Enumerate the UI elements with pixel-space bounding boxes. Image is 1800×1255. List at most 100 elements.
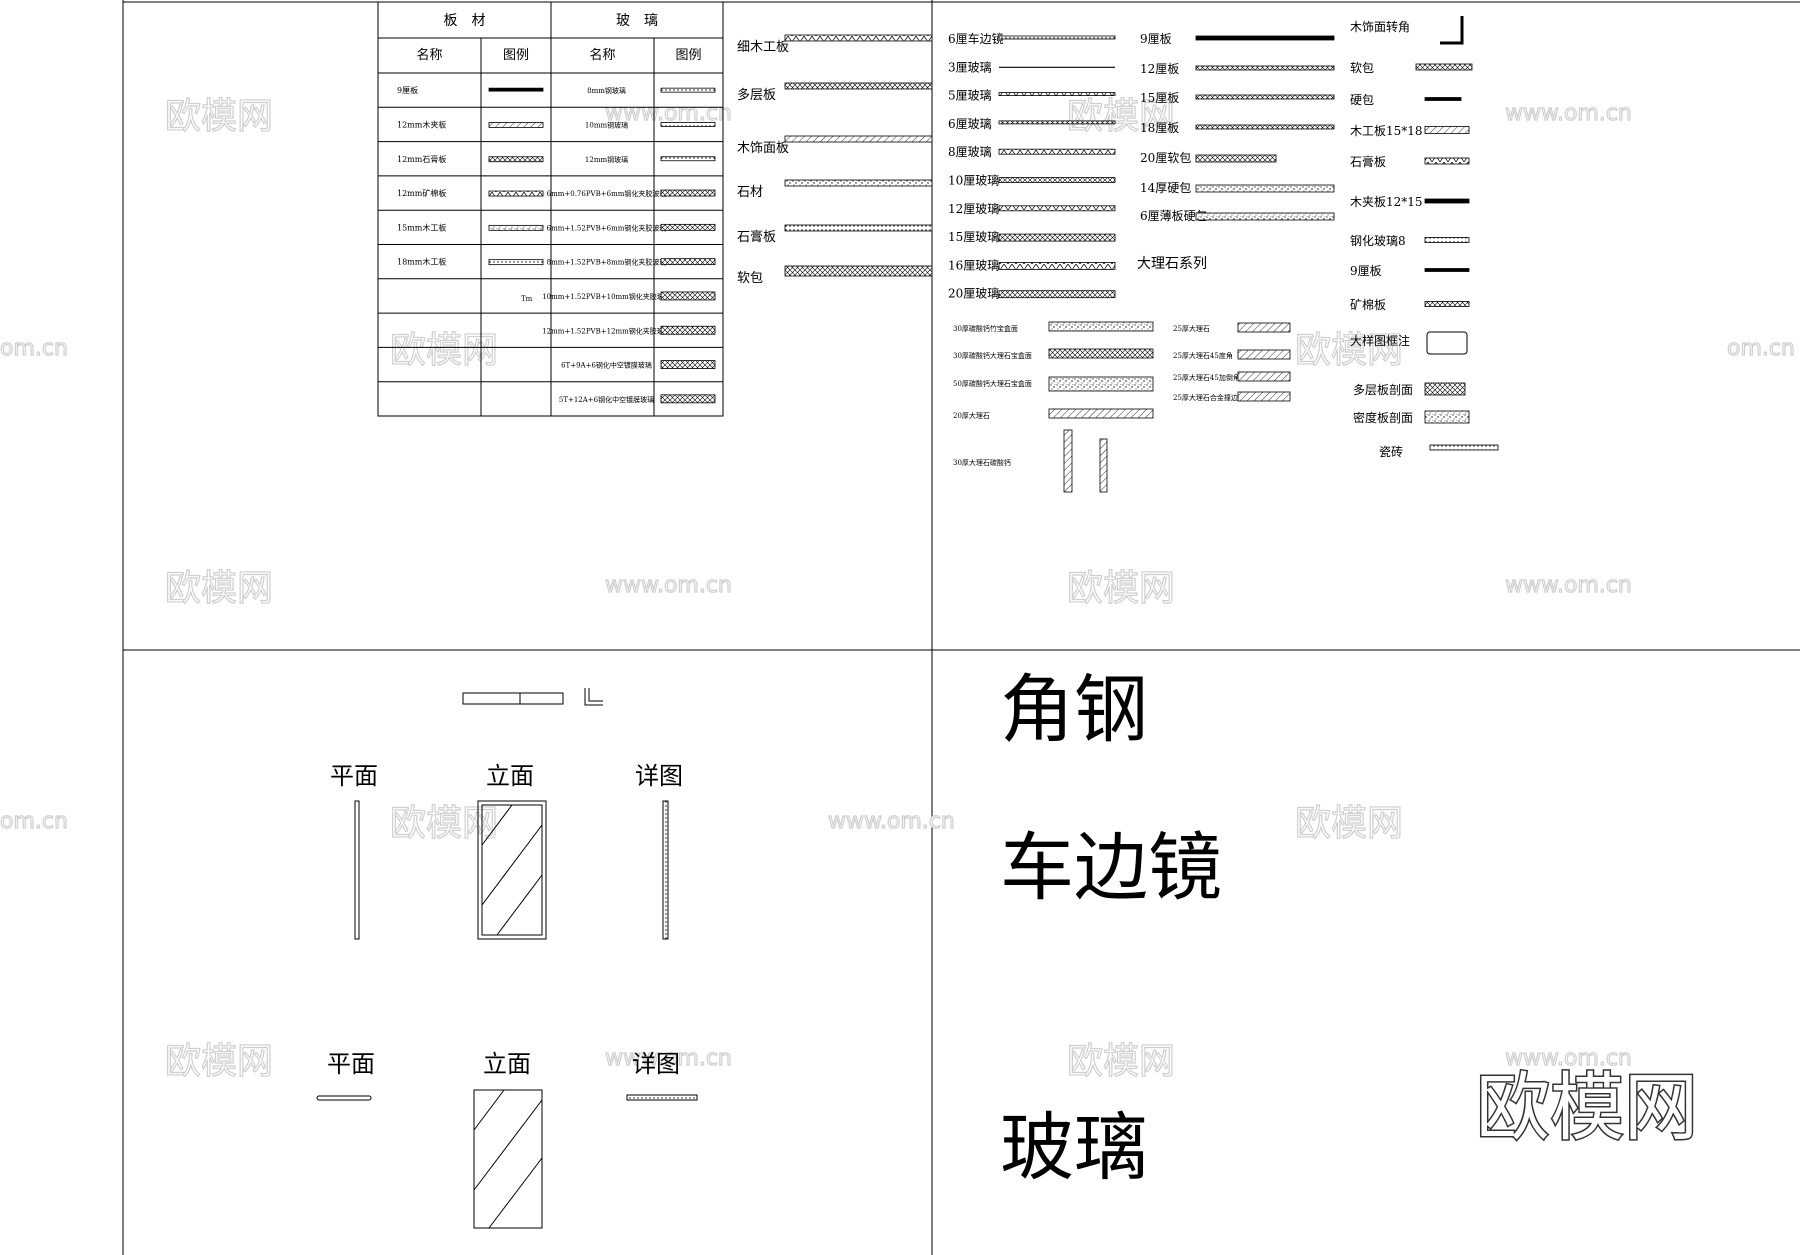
legend4-label: 大样图框注 <box>1350 333 1410 348</box>
watermark-text: om.cn <box>0 336 68 361</box>
legend2-label: 16厘玻璃 <box>948 258 999 272</box>
legend4-swatch <box>1415 63 1473 71</box>
legend4-swatch <box>1424 198 1470 204</box>
legend2-label: 6厘车边镜 <box>948 31 1004 46</box>
watermark-text: 欧模网 <box>165 1041 273 1082</box>
legend1-label: 多层板 <box>737 87 776 103</box>
legend1-swatch <box>784 224 933 232</box>
marble-left-label: 30厚大理石碳酸钙 <box>953 458 1011 467</box>
table-glass-swatch <box>660 291 716 301</box>
legend4-swatch <box>1424 301 1470 307</box>
legend3-label: 15厘板 <box>1140 91 1179 105</box>
table-board-swatch <box>488 122 544 128</box>
table-board-name: 12mm木夹板 <box>397 119 446 129</box>
legend1-swatch <box>784 179 933 187</box>
legend4-label: 矿棉板 <box>1350 298 1386 312</box>
table-board-name: 15mm木工板 <box>397 222 446 232</box>
table-board-name: 12mm石膏板 <box>397 154 446 164</box>
mirror-detail-symbol <box>662 800 669 940</box>
watermark-text: www.om.cn <box>828 809 955 834</box>
legend3-label: 6厘薄板硬包 <box>1140 208 1208 223</box>
legend4-swatch <box>1424 410 1470 424</box>
glass-elevation-symbol <box>473 1089 543 1229</box>
legend2-swatch <box>998 120 1116 125</box>
legend-column-4: 木饰面转角软包硬包木工板15*18石膏板木夹板12*15钢化玻璃89厘板矿棉板大… <box>1350 16 1499 459</box>
legend2-label: 12厘玻璃 <box>948 202 999 216</box>
legend2-label: 8厘玻璃 <box>948 145 992 159</box>
legend4-swatch <box>1424 268 1470 272</box>
angle-steel-symbol <box>462 688 603 706</box>
marble-left-label: 30厚碳酸钙大理石宝盒面 <box>953 351 1032 360</box>
watermark-text: 欧模网 <box>165 96 273 137</box>
legend3-swatch <box>1195 35 1335 41</box>
table-board-swatch <box>488 156 544 163</box>
view-detail-label-2: 详图 <box>632 1050 680 1078</box>
legend4-label: 钢化玻璃8 <box>1350 234 1406 248</box>
legend4-swatch <box>1429 444 1499 451</box>
legend3-swatch <box>1195 184 1335 193</box>
marble-right-label: 25厚大理石 <box>1173 324 1210 333</box>
caption-angle-steel: 角钢 <box>1000 667 1148 753</box>
marble-right-swatch <box>1237 349 1291 360</box>
table-board-swatch <box>488 224 544 231</box>
marble-right-swatch <box>1237 391 1291 402</box>
view-plan-label-1: 平面 <box>330 762 378 790</box>
legend2-label: 15厘玻璃 <box>948 230 999 244</box>
legend4-swatch <box>1424 126 1470 134</box>
legend3-label: 18厘板 <box>1140 121 1179 135</box>
legend1-swatch <box>784 34 933 42</box>
legend4-swatch <box>1424 97 1462 101</box>
watermark-text: om.cn <box>0 809 68 834</box>
watermark-text: www.om.cn <box>1505 573 1632 598</box>
legend2-label: 5厘玻璃 <box>948 89 992 103</box>
legend3-label: 20厘软包 <box>1140 151 1191 165</box>
legend3-label: 12厘板 <box>1140 62 1179 76</box>
table-col-header: 名称 <box>589 47 615 63</box>
legend4-swatch <box>1424 237 1470 243</box>
legend4-label: 木夹板12*15 <box>1350 195 1423 209</box>
table-glass-name: 12mm钢玻璃 <box>585 155 628 164</box>
legend4-label: 软包 <box>1350 61 1374 75</box>
marble-left-swatch <box>1048 408 1154 419</box>
glass-plan-symbol <box>316 1095 372 1101</box>
watermark-text: www.om.cn <box>605 573 732 598</box>
watermark-text: om.cn <box>1727 336 1795 361</box>
legend2-swatch <box>998 177 1116 183</box>
legend4-label: 木工板15*18 <box>1350 124 1423 138</box>
watermark-text: www.om.cn <box>1505 101 1632 126</box>
legend3-swatch <box>1195 65 1335 71</box>
legend2-label: 3厘玻璃 <box>948 60 992 74</box>
table-col-header: 名称 <box>416 47 442 63</box>
legend3-swatch <box>1195 94 1335 100</box>
table-glass-swatch <box>660 325 716 335</box>
table-glass-name: 6mm+1.52PVB+6mm钢化夹胶玻璃 <box>547 223 667 232</box>
table-glass-swatch <box>660 87 716 93</box>
logo-text: 欧模网 <box>1476 1065 1698 1151</box>
legend2-swatch <box>998 261 1116 270</box>
table-glass-swatch <box>660 394 716 404</box>
table-glass-swatch <box>660 258 716 266</box>
legend4-corner-swatch <box>1440 16 1464 45</box>
view-detail-label-1: 详图 <box>635 762 683 790</box>
legend3-label: 9厘板 <box>1140 32 1172 46</box>
legend4-label: 密度板剖面 <box>1353 410 1413 425</box>
legend2-label: 6厘玻璃 <box>948 117 992 131</box>
table-board-swatch <box>488 87 544 92</box>
table-glass-swatch <box>660 122 716 127</box>
legend4-label: 石膏板 <box>1350 154 1386 169</box>
view-plan-label-2: 平面 <box>327 1050 375 1078</box>
table-board-name: 12mm矿棉板 <box>397 188 446 198</box>
marble-left-swatch <box>1048 376 1154 392</box>
mirror-elevation-symbol <box>477 800 547 940</box>
table-glass-name: 12mm+1.52PVB+12mm钢化夹胶玻璃 <box>542 326 671 335</box>
legend4-label: 硬包 <box>1350 93 1374 107</box>
watermark-text: 欧模网 <box>1067 568 1175 609</box>
table-glass-name: 8mm钢玻璃 <box>587 86 626 95</box>
table-glass-name: 5T+12A+6钢化中空镀膜玻璃 <box>559 395 654 404</box>
table-board-name: 18mm木工板 <box>397 257 446 267</box>
legend4-frame-swatch <box>1426 331 1468 355</box>
